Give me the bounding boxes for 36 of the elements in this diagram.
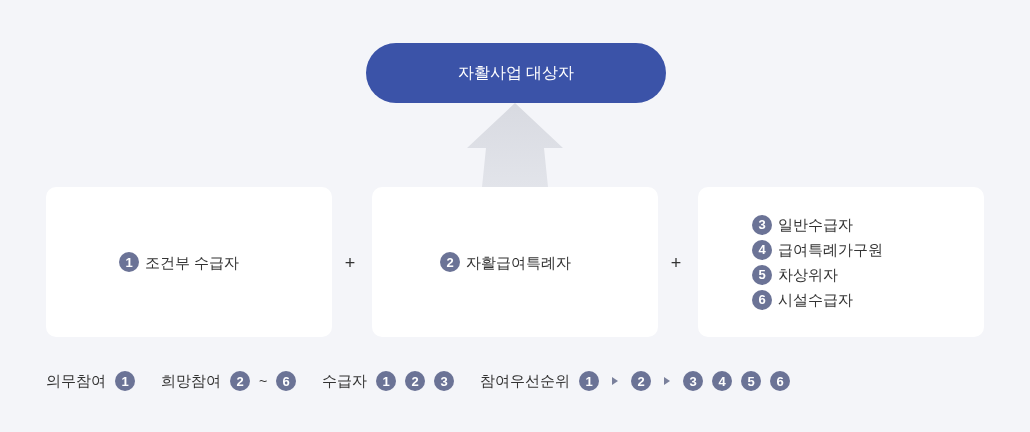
plus-sign: + — [343, 252, 357, 274]
circled-number: 1 — [376, 371, 397, 391]
block-arrow — [467, 103, 563, 187]
legend-term: 의무참여 — [46, 371, 106, 391]
circled-number: 3 — [752, 214, 772, 235]
category-label: 급여특례가구원 — [778, 240, 883, 260]
legend-term: 희망참여 — [161, 371, 221, 391]
category-card — [372, 187, 658, 337]
circled-number: 2 — [230, 371, 250, 391]
circled-number: 4 — [712, 371, 733, 391]
circled-number: 4 — [752, 239, 772, 260]
circled-number: 5 — [752, 264, 772, 285]
plus-sign: + — [669, 252, 683, 274]
circled-number: 6 — [770, 371, 791, 391]
category-label: 차상위자 — [778, 265, 838, 285]
legend-term: 수급자 — [322, 371, 368, 391]
circled-number: 1 — [579, 371, 600, 391]
legend-term: 참여우선순위 — [480, 371, 571, 391]
circled-number: 2 — [631, 371, 652, 391]
circled-number: 2 — [440, 252, 460, 272]
circled-number: 3 — [683, 371, 704, 391]
range-tilde: ~ — [259, 372, 268, 391]
circled-number: 6 — [276, 371, 297, 391]
category-label: 일반수급자 — [778, 215, 853, 235]
category-label: 자활급여특례자 — [466, 252, 571, 273]
category-label: 조건부 수급자 — [145, 252, 240, 273]
circled-number: 5 — [741, 371, 762, 391]
circled-number: 6 — [752, 289, 772, 310]
circled-number: 3 — [434, 371, 455, 391]
circled-number: 1 — [119, 252, 139, 272]
circled-number: 1 — [115, 371, 135, 391]
category-label: 시설수급자 — [778, 290, 853, 310]
target-group-pill: 자활사업 대상자 — [366, 43, 666, 103]
category-card — [698, 187, 984, 337]
category-card — [46, 187, 332, 337]
circled-number: 2 — [405, 371, 426, 391]
